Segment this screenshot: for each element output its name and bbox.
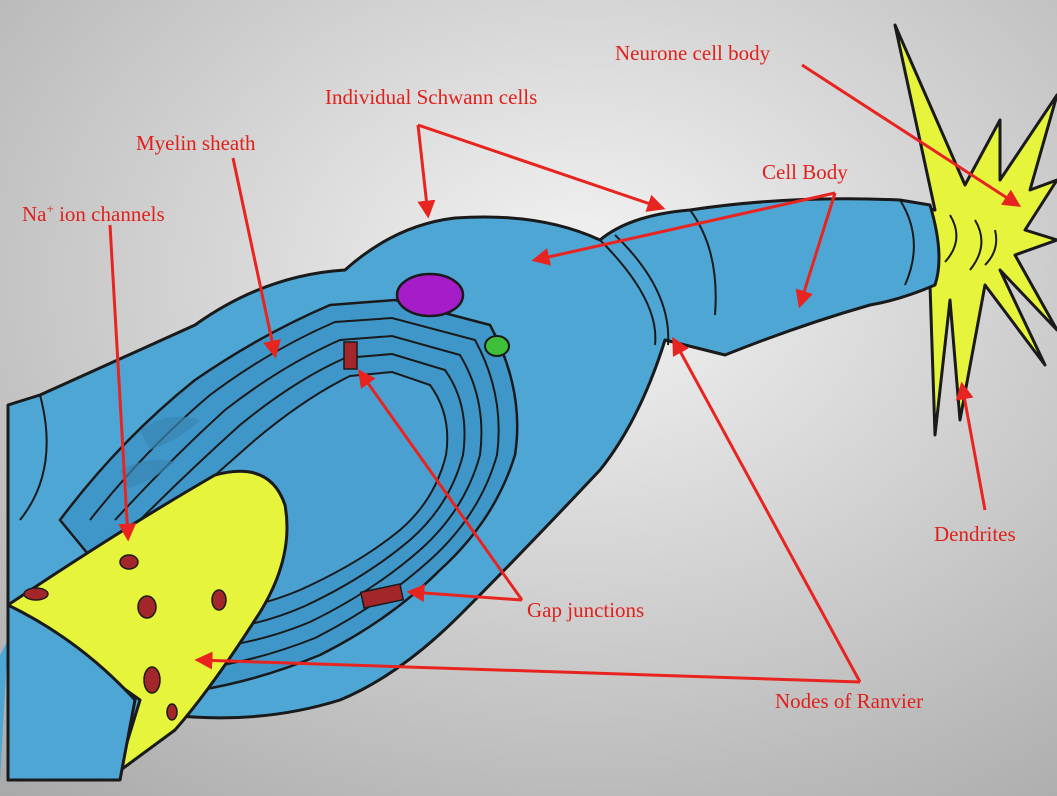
label-cell-body: Cell Body xyxy=(762,160,848,184)
organelle xyxy=(485,336,509,356)
label-gap-junctions: Gap junctions xyxy=(527,598,644,622)
label-na-superscript: + xyxy=(47,201,54,216)
label-nodes-of-ranvier: Nodes of Ranvier xyxy=(775,689,923,713)
label-na-prefix: Na xyxy=(22,202,47,226)
label-neurone-cell-body: Neurone cell body xyxy=(615,41,771,65)
label-myelin-sheath: Myelin sheath xyxy=(136,131,256,155)
label-na-ion-channels: Na+ ion channels xyxy=(22,201,165,226)
na-channel xyxy=(167,704,177,720)
na-channel xyxy=(120,555,138,569)
label-dendrites: Dendrites xyxy=(934,522,1016,546)
label-individual-schwann-cells: Individual Schwann cells xyxy=(325,85,537,109)
label-na-suffix: ion channels xyxy=(54,202,165,226)
gap-junction-upper xyxy=(344,342,357,369)
nucleus xyxy=(397,274,463,316)
na-channel xyxy=(138,596,156,618)
na-channel xyxy=(144,667,160,693)
na-channel xyxy=(24,588,48,600)
na-channel xyxy=(212,590,226,610)
